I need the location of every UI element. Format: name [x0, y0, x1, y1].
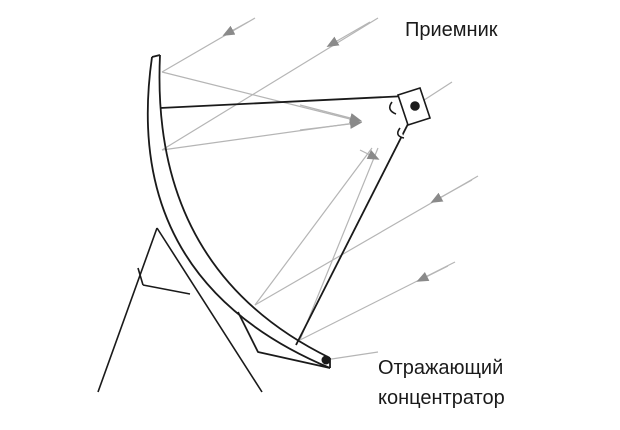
dish-lower-rim [237, 311, 331, 369]
incoming-rays-top [161, 17, 379, 151]
concentrator-leader-line [324, 351, 379, 361]
receiver-assembly [388, 86, 432, 139]
reflected-rays [161, 71, 380, 341]
dish-pivot-point [321, 355, 331, 365]
reflected-ray-1 [161, 71, 363, 123]
reflected-ray-3 [254, 147, 373, 306]
concentrator-label-line-2: концентратор [378, 387, 505, 409]
reflected-ray-1-arrow [299, 104, 362, 123]
lower-support-arm [295, 119, 411, 346]
reflective-dish [146, 54, 331, 369]
concentrator-label: Отражающий концентратор [378, 356, 505, 416]
incoming-ray-2 [161, 17, 379, 151]
receiver-clamp [388, 101, 397, 115]
receiver-clamp-lower [396, 127, 405, 139]
reflected-ray-4 [299, 147, 379, 341]
support-stand [97, 227, 263, 393]
incoming-ray-2-arrow [326, 21, 371, 47]
dish-outer-edge [146, 56, 331, 369]
stand-brace [137, 267, 144, 286]
reflected-ray-2-arrow [299, 118, 362, 131]
concentrator-label-line-1: Отражающий [378, 357, 504, 379]
incoming-ray-4-arrow [416, 265, 449, 282]
stand-left-leg [97, 227, 158, 393]
reflected-ray-3-arrow [359, 149, 380, 160]
incoming-rays-right [254, 81, 479, 361]
incoming-ray-1-arrow [222, 21, 249, 36]
upper-support-arm [159, 95, 407, 109]
receiver-label: Приемник [405, 19, 498, 41]
receiver-supports [159, 95, 411, 346]
receiver-focus-point [410, 101, 420, 111]
stand-right-leg [156, 227, 263, 393]
incoming-ray-3-arrow [430, 179, 473, 203]
stand-crossbar [142, 284, 191, 295]
dish-inner-edge [158, 54, 331, 359]
dish-top-cap [151, 54, 161, 58]
